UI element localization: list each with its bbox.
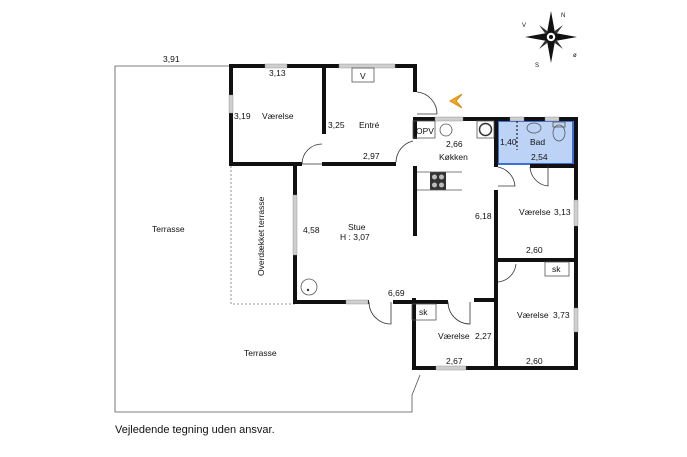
compass-e: ø <box>573 53 577 59</box>
label-room-bottom: Værelse <box>438 331 470 341</box>
dim-254: 2,54 <box>531 152 548 162</box>
dim-260-b: 2,60 <box>526 356 543 366</box>
label-kitchen: Køkken <box>439 152 468 162</box>
dim-618: 6,18 <box>475 211 492 221</box>
fixtures <box>300 67 570 321</box>
dim-313-top: 3,13 <box>269 68 286 78</box>
label-terrace-bottom: Terrasse <box>244 348 277 358</box>
dim-391: 3,91 <box>163 54 180 64</box>
compass-n: N <box>561 13 565 19</box>
dim-325: 3,25 <box>328 120 345 130</box>
dim-227: 2,27 <box>475 331 492 341</box>
windows <box>228 63 579 371</box>
dim-669: 6,69 <box>388 288 405 298</box>
dim-266: 2,66 <box>446 139 463 149</box>
dim-260-a: 2,60 <box>526 245 543 255</box>
dim-458: 4,58 <box>303 225 320 235</box>
label-room-right-2: Værelse <box>517 310 549 320</box>
entrance-arrow-icon <box>449 93 463 109</box>
dim-319: 3,19 <box>234 111 251 121</box>
covered-terrace-outline <box>230 166 295 305</box>
label-covered-terrace: Overdækket terrasse <box>256 196 266 276</box>
label-opv: OPV <box>416 126 434 136</box>
label-sk-2: sk <box>552 264 561 274</box>
compass-v: V <box>522 23 526 29</box>
label-sk-1: sk <box>419 307 428 317</box>
compass-s: S <box>535 63 539 69</box>
label-living: Stue <box>348 222 366 232</box>
label-v-mark: V <box>360 71 366 81</box>
label-terrace-left: Terrasse <box>152 224 185 234</box>
disclaimer-text: Vejledende tegning uden ansvar. <box>115 424 275 436</box>
label-room-top: Værelse <box>262 111 294 121</box>
terrace-outline <box>114 65 421 413</box>
dim-267: 2,67 <box>446 356 463 366</box>
label-living-height: H : 3,07 <box>340 232 370 242</box>
label-bath: Bad <box>530 137 545 147</box>
label-entry: Entré <box>359 120 380 130</box>
door-swings <box>301 91 549 325</box>
compass-icon: N V S ø <box>522 11 577 69</box>
walls <box>229 64 578 370</box>
dim-373: 3,73 <box>553 310 570 320</box>
dim-313-right: 3,13 <box>554 207 571 217</box>
dim-297: 2,97 <box>363 151 380 161</box>
label-room-right-1: Værelse <box>519 207 551 217</box>
dim-140: 1,40 <box>500 137 517 147</box>
